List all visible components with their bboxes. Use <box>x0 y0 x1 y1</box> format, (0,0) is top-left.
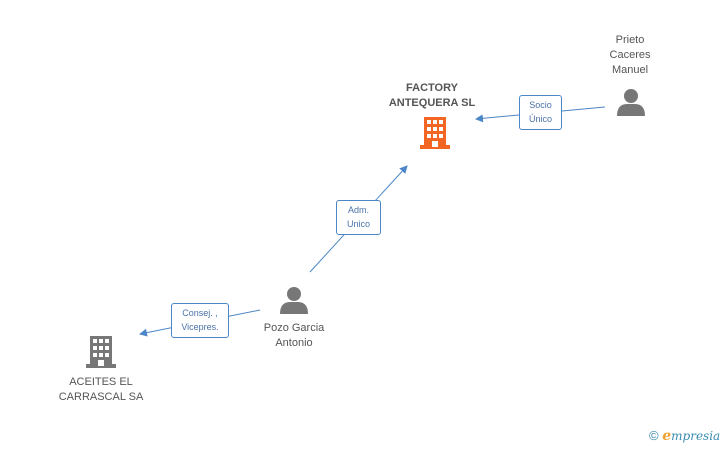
building-icon[interactable] <box>86 336 116 368</box>
person-label-pozo[interactable]: Pozo Garcia Antonio <box>263 322 325 349</box>
copyright-icon: © <box>649 428 659 443</box>
role-box-socio[interactable]: Socio Único <box>519 95 562 130</box>
building-icon[interactable] <box>420 117 450 149</box>
footer-brand[interactable]: © empresia <box>649 428 720 444</box>
company-label-factory[interactable]: FACTORY ANTEQUERA SL <box>388 82 476 109</box>
role-box-adm[interactable]: Adm. Unico <box>336 200 381 235</box>
person-icon[interactable] <box>280 287 308 314</box>
person-icon[interactable] <box>617 89 645 116</box>
brand-logo: empresia <box>662 428 721 444</box>
role-box-consej[interactable]: Consej. , Vicepres. <box>171 303 229 338</box>
company-label-aceites[interactable]: ACEITES EL CARRASCAL SA <box>58 376 144 403</box>
person-label-prieto[interactable]: Prieto Caceres Manuel <box>609 34 651 76</box>
